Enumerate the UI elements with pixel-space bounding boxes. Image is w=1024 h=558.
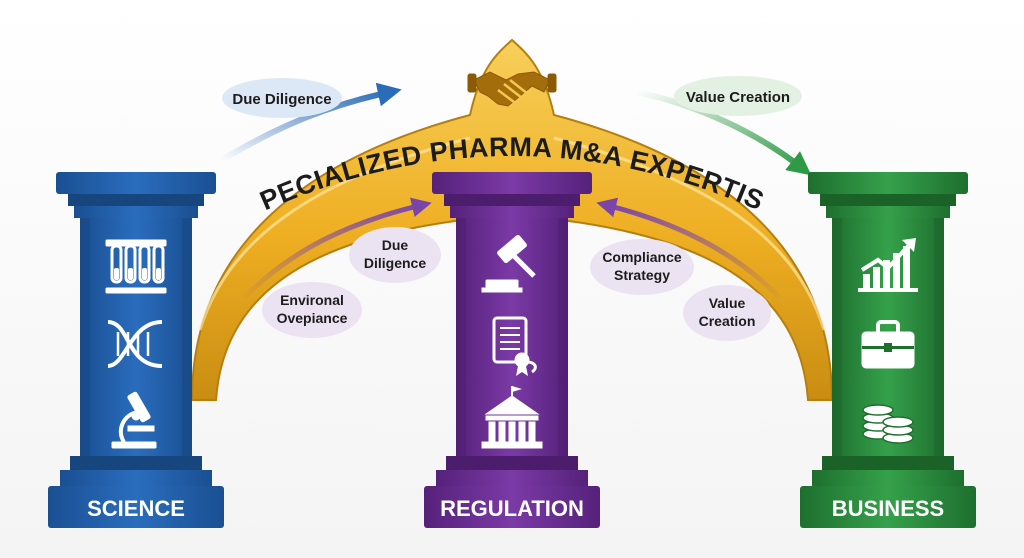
svg-text:Strategy: Strategy xyxy=(614,267,670,283)
svg-text:Due: Due xyxy=(382,237,409,253)
microscope-icon xyxy=(111,391,157,449)
handshake-icon xyxy=(467,71,557,107)
golden-arch xyxy=(190,38,834,401)
coins-icon xyxy=(862,404,914,444)
briefcase-icon xyxy=(861,320,915,369)
growth-chart-icon xyxy=(858,238,918,292)
pillar-science: SCIENCE xyxy=(48,172,224,528)
svg-text:Ovepiance: Ovepiance xyxy=(277,310,348,326)
pillar-regulation: REGULATION xyxy=(424,172,600,528)
test-tubes-icon xyxy=(105,239,167,294)
government-building-icon xyxy=(481,386,543,449)
svg-text:Environal: Environal xyxy=(280,292,344,308)
value-creation-arrow xyxy=(635,89,812,176)
label-value-creation-inner: Value Creation xyxy=(683,285,771,341)
pillar-label-regulation: REGULATION xyxy=(440,496,584,521)
svg-text:Creation: Creation xyxy=(699,313,756,329)
label-due-diligence-inner: Due Diligence xyxy=(349,227,441,283)
label-due-diligence-top: Due Diligence xyxy=(222,78,342,118)
svg-text:Diligence: Diligence xyxy=(364,255,426,271)
pillar-business: BUSINESS xyxy=(800,172,976,528)
pillar-label-science: SCIENCE xyxy=(87,496,185,521)
svg-text:Value Creation: Value Creation xyxy=(686,89,790,106)
inner-right-arrow xyxy=(596,197,784,302)
svg-text:Value: Value xyxy=(709,295,746,311)
label-environal: Environal Ovepiance xyxy=(262,282,362,338)
pillar-label-business: BUSINESS xyxy=(832,496,944,521)
inner-left-arrow xyxy=(240,197,432,302)
label-value-creation-top: Value Creation xyxy=(674,76,802,116)
certificate-scroll-icon xyxy=(492,316,537,376)
gavel-icon xyxy=(481,234,536,293)
svg-text:Due Diligence: Due Diligence xyxy=(232,91,331,108)
dna-icon xyxy=(107,320,163,368)
label-compliance-strategy: Compliance Strategy xyxy=(590,239,694,295)
due-diligence-arrow xyxy=(220,82,402,163)
svg-text:Compliance: Compliance xyxy=(602,249,682,265)
